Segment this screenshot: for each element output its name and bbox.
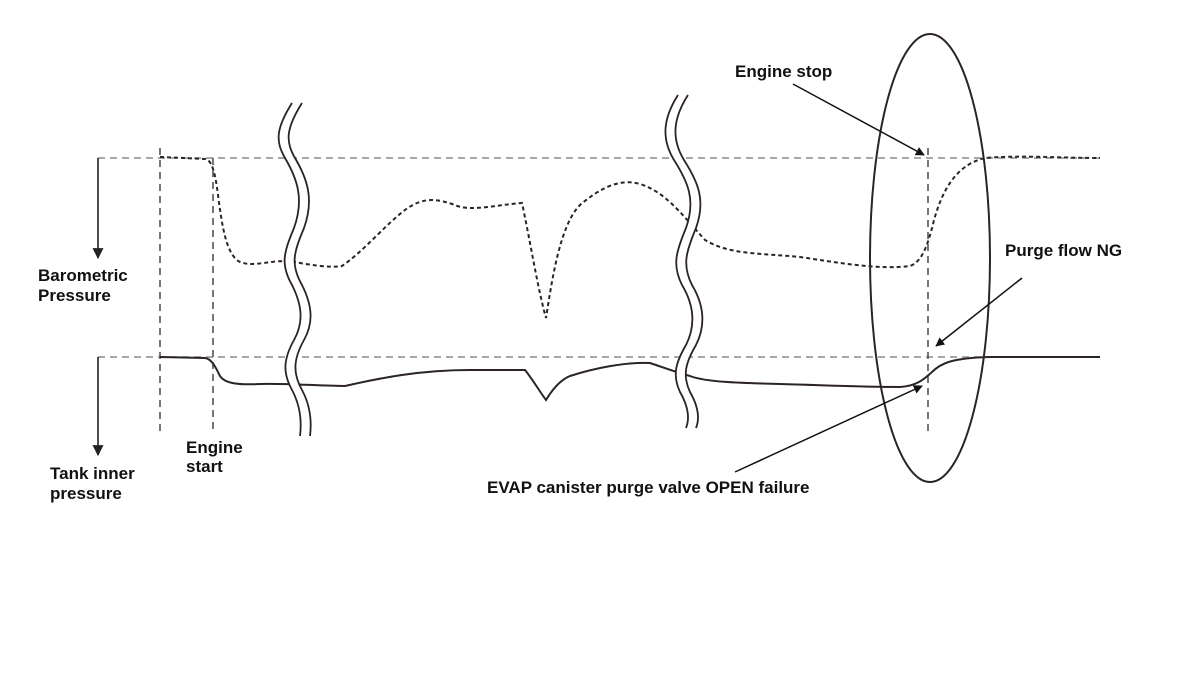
- failure-highlight-ellipse: [869, 33, 991, 483]
- time-break-left-edge-a: [277, 102, 302, 437]
- engine-stop-label: Engine stop: [735, 62, 832, 81]
- barometric-label-line2: Pressure: [38, 286, 111, 305]
- tank-reference: [92, 356, 1100, 457]
- engine-start-label-line2: start: [186, 457, 223, 476]
- evap-failure-label: EVAP canister purge valve OPEN failure: [487, 478, 810, 497]
- evap-failure-arrow: [734, 385, 923, 473]
- purge-flow-ng-label: Purge flow NG: [1005, 241, 1122, 260]
- barometric-reference: [92, 157, 1100, 260]
- engine-stop-arrow: [792, 83, 925, 156]
- tank-label: Tank inner: [50, 464, 135, 483]
- time-break-left-edge-b: [287, 102, 312, 437]
- barometric-label: Barometric: [38, 266, 128, 285]
- engine-start-label: Engine: [186, 438, 243, 457]
- purge-flow-ng-arrow: [935, 277, 1023, 347]
- tank-label-line2: pressure: [50, 484, 122, 503]
- time-break-right: [664, 94, 704, 429]
- time-break-left: [277, 102, 312, 437]
- time-break-right-edge-a: [664, 94, 694, 429]
- time-break-right-edge-b: [674, 94, 704, 429]
